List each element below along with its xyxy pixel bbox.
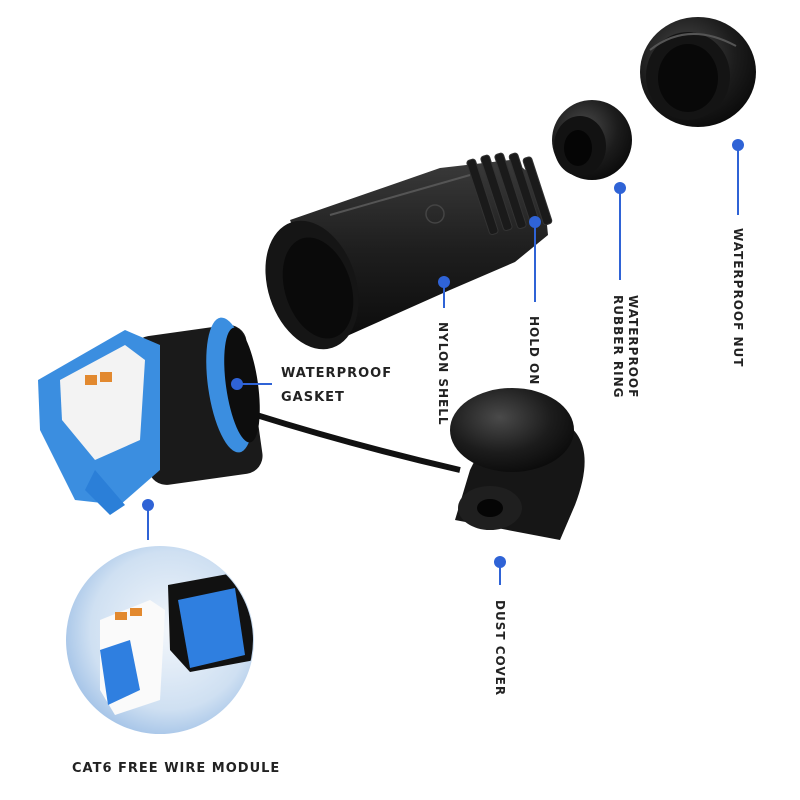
label-nylon-shell: NYLON SHELL	[436, 322, 450, 426]
module-closeup-inset	[66, 546, 254, 734]
label-dust-cover: DUST COVER	[493, 600, 507, 697]
label-hold-on: HOLD ON	[527, 316, 541, 386]
label-waterproof-rubber-ring: WATERPROOF RUBBER RING	[610, 295, 640, 399]
label-waterproof-nut: WATERPROOF NUT	[731, 228, 745, 368]
waterproof-rubber-ring	[552, 100, 632, 180]
label-rubber-ring-line2: RUBBER RING	[611, 295, 625, 399]
label-cat6-free-wire-module: CAT6 FREE WIRE MODULE	[72, 761, 281, 776]
label-rubber-ring-line1: WATERPROOF	[626, 295, 640, 399]
waterproof-nut	[640, 17, 756, 127]
dust-cover	[450, 388, 585, 540]
label-gasket-line2: GASKET	[281, 390, 345, 405]
label-waterproof-gasket: WATERPROOF GASKET	[281, 362, 392, 410]
label-gasket-line1: WATERPROOF	[281, 366, 393, 381]
callout-markers	[142, 139, 744, 585]
nylon-shell	[265, 152, 553, 350]
connector-with-module	[38, 317, 263, 515]
